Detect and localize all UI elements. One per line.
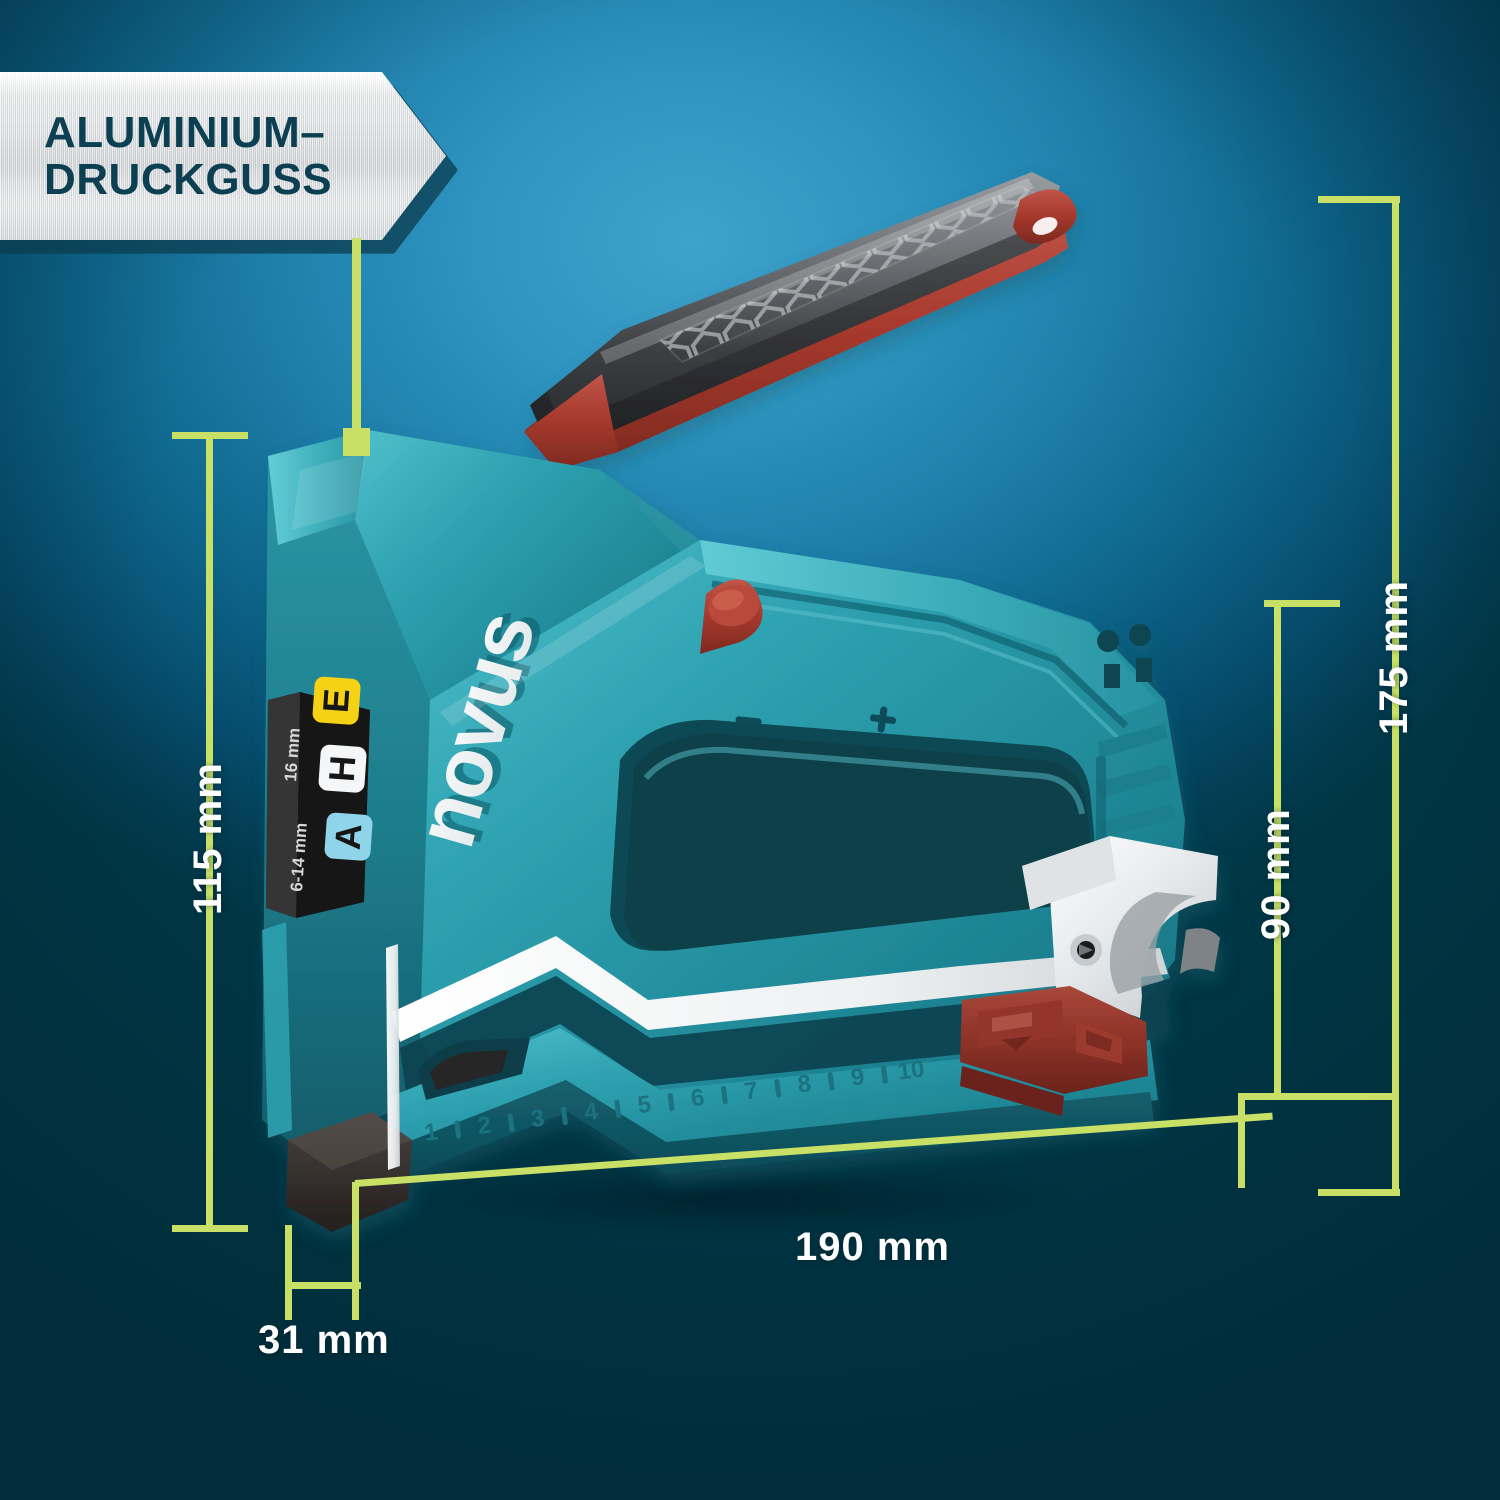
ruler-tick-mark bbox=[561, 1106, 568, 1125]
dim-115-line bbox=[206, 432, 213, 1232]
svg-text:E: E bbox=[315, 687, 358, 714]
badge-plate: ALUMINIUM– DRUCKGUSS bbox=[0, 72, 446, 240]
handle-rear-red bbox=[524, 374, 618, 470]
dim-31-label: 31 mm bbox=[258, 1318, 390, 1362]
ruler-tick-number: 9 bbox=[849, 1063, 866, 1091]
material-callout-badge: ALUMINIUM– DRUCKGUSS bbox=[0, 72, 458, 254]
ruler-tick-number: 10 bbox=[896, 1055, 926, 1085]
body-hand-opening-inner bbox=[624, 733, 1093, 951]
dim-175-cap-top bbox=[1318, 196, 1400, 203]
dim-90-cap-top bbox=[1264, 600, 1340, 607]
ruler-tick-mark bbox=[667, 1093, 675, 1112]
handle-tip-highlight bbox=[1032, 217, 1058, 235]
side-edge-chrome bbox=[386, 944, 400, 1170]
ruler-tick-mark bbox=[881, 1065, 888, 1084]
badge-label: ALUMINIUM– DRUCKGUSS bbox=[44, 107, 333, 204]
side-trim-left bbox=[262, 922, 292, 1138]
handle-tip bbox=[1013, 189, 1077, 244]
ruler-tick-mark bbox=[774, 1079, 782, 1098]
ruler-tick-mark bbox=[614, 1099, 622, 1118]
svg-text:6-14 mm: 6-14 mm bbox=[287, 822, 311, 892]
ruler-tick-mark bbox=[827, 1072, 835, 1091]
dim-190-cap-right bbox=[1238, 1093, 1245, 1188]
dim-31-cap-right bbox=[352, 1225, 359, 1320]
body-deck-groove bbox=[711, 580, 1129, 729]
body-top-deck bbox=[700, 540, 1158, 716]
dim-115-label: 115 mm bbox=[186, 762, 230, 915]
dim-175-label: 175 mm bbox=[1372, 580, 1416, 735]
dim-31-line bbox=[285, 1282, 361, 1289]
body-chrome-trim bbox=[392, 936, 1168, 1042]
staple-type-badge: E H A 16 mm 6-14 mm bbox=[266, 676, 373, 918]
hanging-holes bbox=[1097, 624, 1152, 688]
dim-90-cap-bottom bbox=[1238, 1093, 1398, 1100]
ruler-tick-number: 4 bbox=[583, 1098, 600, 1127]
dim-175-cap-bottom bbox=[1318, 1189, 1400, 1196]
dim-90-label: 90 mm bbox=[1254, 808, 1298, 940]
ruler-tick-number: 1 bbox=[423, 1118, 440, 1146]
impact-adjuster-knob bbox=[700, 579, 763, 654]
badge-leader-line bbox=[352, 238, 361, 438]
dim-190-label: 190 mm bbox=[795, 1225, 950, 1269]
ruler-tick-mark bbox=[454, 1120, 462, 1139]
ruler-tick-mark bbox=[507, 1113, 515, 1132]
ruler-tick-number: 6 bbox=[689, 1084, 706, 1112]
svg-text:16 mm: 16 mm bbox=[281, 727, 304, 782]
ruler-tick-number: 7 bbox=[743, 1077, 760, 1105]
svg-text:A: A bbox=[327, 822, 370, 851]
dim-115-cap-bottom bbox=[172, 1225, 248, 1232]
staple-remover-lever bbox=[1022, 836, 1220, 1018]
badge-leader-marker bbox=[343, 428, 370, 456]
dim-115-cap-top bbox=[172, 432, 248, 439]
ruler-tick-number: 8 bbox=[796, 1070, 813, 1098]
ruler-tick-mark bbox=[721, 1086, 728, 1105]
dim-175-line bbox=[1392, 196, 1399, 1196]
handle-hex-texture bbox=[660, 186, 1040, 362]
ruler-tick-number: 5 bbox=[636, 1091, 653, 1119]
product-drop-shadow bbox=[300, 1155, 1200, 1245]
ruler-tick-number: 3 bbox=[529, 1105, 546, 1133]
svg-text:H: H bbox=[321, 754, 364, 783]
ruler-tick-number: 2 bbox=[476, 1111, 493, 1139]
dim-90-line bbox=[1274, 600, 1281, 1100]
dim-31-cap-left bbox=[285, 1225, 292, 1320]
staple-release-slider bbox=[960, 986, 1148, 1116]
ruler-scale: 1 2 3 4 5 6 7 8 9 10 bbox=[423, 1055, 926, 1146]
base-rail-bottom bbox=[392, 1080, 1154, 1180]
adjuster-marks bbox=[735, 706, 896, 733]
